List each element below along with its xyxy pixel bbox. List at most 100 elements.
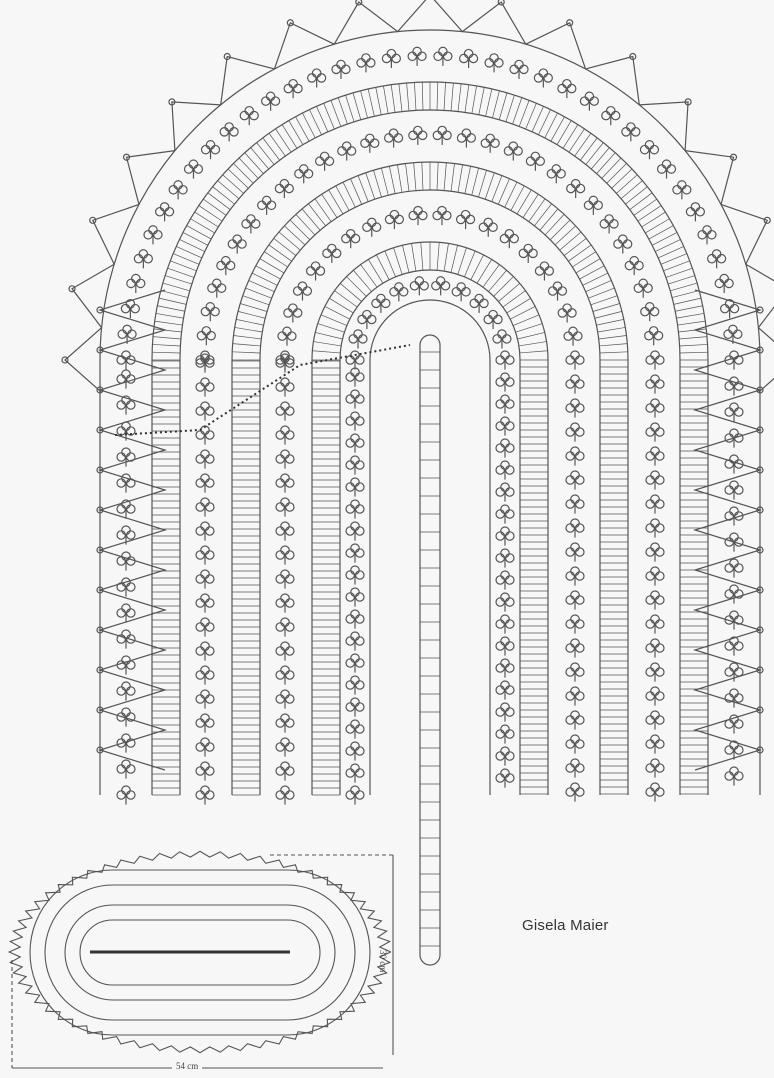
stitch-mark	[599, 351, 628, 354]
clover-motif	[195, 497, 215, 517]
stitch-mark	[464, 84, 470, 113]
clover-petal	[579, 96, 590, 106]
clover-petal	[195, 430, 205, 440]
clover-petal	[654, 571, 665, 581]
clover-petal	[644, 330, 654, 341]
clover-petal	[205, 766, 215, 776]
stitch-mark	[678, 328, 707, 333]
clover-motif	[639, 140, 660, 160]
stitch-mark	[679, 351, 708, 354]
stitch-mark	[335, 185, 350, 211]
clover-petal	[574, 403, 585, 413]
stitch-mark	[436, 82, 439, 111]
clover-motif	[362, 217, 382, 237]
clover-petal	[345, 416, 355, 426]
stitch-mark	[421, 162, 424, 191]
clover-petal	[350, 565, 360, 575]
stitch-mark	[478, 170, 487, 198]
clover-petal	[275, 574, 285, 584]
clover-petal	[116, 790, 126, 800]
clover-petal	[551, 164, 562, 174]
clover-petal	[565, 667, 575, 677]
clover-petal	[337, 146, 347, 156]
clover-motif	[283, 78, 303, 99]
stitch-mark	[165, 275, 192, 285]
clover-petal	[205, 694, 215, 704]
stitch-mark	[153, 328, 182, 333]
clover-petal	[723, 329, 733, 340]
round-outline	[259, 189, 601, 795]
clover-petal	[280, 521, 290, 531]
clover-motif	[120, 299, 140, 319]
clover-petal	[543, 73, 553, 83]
stitch-mark	[397, 164, 403, 193]
clover-petal	[138, 249, 149, 259]
clover-motif	[116, 759, 136, 779]
stitch-mark	[457, 247, 467, 275]
clover-petal	[121, 785, 131, 795]
clover-motif	[565, 590, 585, 610]
stitch-mark	[302, 112, 316, 139]
clover-petal	[168, 184, 179, 195]
clover-petal	[326, 243, 337, 254]
clover-petal	[504, 729, 515, 739]
clover-petal	[500, 372, 510, 382]
clover-motif	[116, 369, 136, 389]
clover-petal	[681, 184, 692, 195]
clover-petal	[451, 286, 462, 297]
clover-petal	[345, 482, 355, 492]
clover-petal	[435, 276, 446, 286]
clover-petal	[354, 548, 365, 558]
stitch-mark	[629, 192, 653, 210]
clover-motif	[451, 282, 471, 302]
edge-picot	[745, 263, 774, 329]
clover-petal	[465, 214, 476, 225]
clover-petal	[538, 68, 549, 78]
edge-picot-loop	[756, 746, 764, 754]
clover-petal	[265, 91, 276, 102]
clover-petal	[495, 553, 505, 563]
clover-petal	[724, 719, 734, 729]
stitch-mark	[620, 180, 643, 199]
clover-petal	[126, 278, 136, 289]
clover-motif	[518, 243, 538, 263]
clover-petal	[570, 446, 580, 456]
clover-petal	[574, 619, 585, 629]
clover-motif	[195, 761, 215, 781]
clover-petal	[463, 48, 474, 59]
clover-petal	[588, 195, 599, 206]
clover-petal	[654, 787, 665, 797]
clover-petal	[293, 83, 303, 94]
clover-motif	[227, 234, 247, 254]
clover-petal	[557, 286, 568, 296]
clover-motif	[565, 446, 585, 466]
clover-petal	[729, 766, 739, 776]
clover-petal	[417, 51, 427, 62]
picot-point	[639, 101, 689, 151]
clover-petal	[280, 641, 290, 651]
picot-point	[397, 0, 463, 32]
clover-petal	[365, 58, 376, 68]
clover-petal	[345, 680, 355, 690]
clover-motif	[275, 569, 295, 589]
edge-picot-loop	[96, 346, 104, 354]
stitch-mark	[443, 162, 447, 191]
stitch-mark	[579, 265, 605, 280]
clover-motif	[547, 281, 568, 301]
clover-petal	[500, 570, 510, 580]
clover-petal	[353, 329, 363, 339]
clover-motif	[116, 603, 136, 623]
clover-petal	[574, 787, 585, 797]
clover-petal	[656, 164, 667, 174]
clover-petal	[733, 485, 744, 495]
clover-petal	[275, 718, 285, 728]
clover-petal	[501, 334, 512, 344]
stitch-mark	[186, 225, 212, 240]
clover-petal	[393, 133, 404, 143]
clover-motif	[492, 329, 512, 349]
clover-motif	[345, 653, 365, 673]
clover-petal	[116, 556, 126, 566]
clover-petal	[280, 350, 290, 360]
height-dimension-label: 30 cm	[378, 950, 388, 973]
clover-petal	[440, 280, 451, 291]
